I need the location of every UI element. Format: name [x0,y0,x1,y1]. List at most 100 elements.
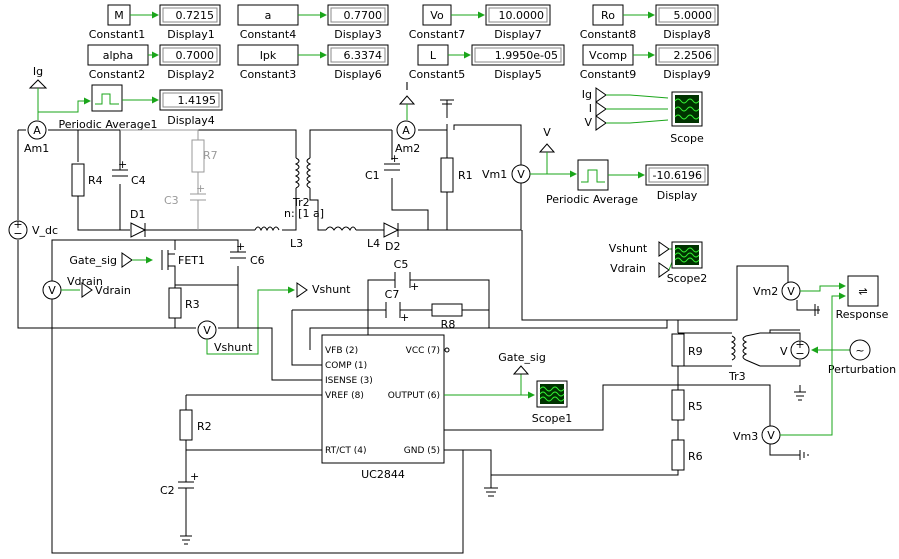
voltmeter-vshunt[interactable]: V Vshunt [197,320,253,354]
gate-signal-source[interactable]: Gate_sig [69,252,133,268]
ig-probe-label: Ig [33,65,43,78]
display7-block[interactable]: 10.0000 Display7 [485,4,551,41]
gate-sig-tag-label: Gate_sig [498,351,546,364]
constant-Vo-block[interactable]: Vo Constant7 [409,4,465,41]
vm2-label: Vm2 [753,285,778,298]
transformer-tr3[interactable]: Tr3 [728,332,761,383]
display3-block[interactable]: 0.7700 Display3 [327,4,389,41]
tr2-ratio: n: [1 a] [284,207,324,220]
constant-L-block[interactable]: L Constant5 [409,44,465,81]
diode-d2[interactable]: D2 [383,222,400,253]
perturbation-source[interactable]: ~ Perturbation [828,339,896,376]
resistor-r2[interactable]: R2 [179,409,212,441]
inductor-l4[interactable]: L4 [325,226,380,250]
am1-label: Am1 [24,142,49,155]
voltage-probe-V[interactable]: V [538,126,556,153]
response-analyzer[interactable]: ⇌ Response [836,275,889,321]
r3-label: R3 [185,298,200,311]
c6-label: C6 [250,254,265,267]
svg-text:+: + [196,182,205,195]
voltage-source-v[interactable]: + − V [780,338,810,360]
scope2-label: Scope2 [667,272,708,285]
capacitor-c7[interactable]: C7 + [385,288,410,324]
probe-v-label: V [543,126,551,139]
pin-comp: COMP (1) [325,361,367,371]
scope2-in-vdrain: Vdrain [610,262,646,275]
capacitor-c5[interactable]: C5 + [394,258,420,293]
svg-text:V: V [517,168,525,181]
display9-value: 2.2506 [674,49,713,62]
svg-text:+: + [118,158,127,171]
dc-source-v-dc[interactable]: + − V_dc [8,218,58,240]
resistor-r4[interactable]: R4 [71,163,103,197]
vshunt-out-label: Vshunt [312,283,351,296]
display6-block[interactable]: 6.3374 Display6 [327,44,389,81]
constant-alpha-block[interactable]: alpha Constant2 [87,44,149,81]
display1-block[interactable]: 0.7215 Display1 [159,4,221,41]
periodic-average1-block[interactable]: Periodic Average1 [58,84,158,131]
constant-M-label: Constant1 [89,28,145,41]
ammeter-am1[interactable]: A Am1 [24,120,49,155]
svg-text:~: ~ [855,344,864,357]
transformer-tr2[interactable]: Tr2 n: [1 a] [284,129,392,231]
display5-value: 1.9950e-05 [495,49,558,62]
scope-block[interactable]: Scope [670,91,704,145]
constant-L-label: Constant5 [409,68,465,81]
vshunt-output-tag: Vshunt [296,282,351,298]
constant-a-block[interactable]: a Constant4 [237,4,299,41]
display1-label: Display1 [167,28,215,41]
display4-block[interactable]: 1.4195 Display4 [159,89,223,127]
constant-Ro-block[interactable]: Ro Constant8 [580,4,636,41]
capacitor-c4[interactable]: C4 + [112,158,146,187]
uc2844-ic[interactable]: VFB (2) COMP (1) ISENSE (3) VREF (8) RT/… [321,334,450,481]
r9-label: R9 [688,345,703,358]
constant-Ro-label: Constant8 [580,28,636,41]
resistor-r1[interactable]: R1 [440,157,473,193]
capacitor-c1[interactable]: C1 + [365,152,400,182]
voltmeter-vm3[interactable]: V Vm3 [733,425,781,445]
voltmeter-vdrain[interactable]: V Vdrain [42,275,103,300]
ig-probe[interactable]: Ig [28,65,48,89]
constant-M-name: M [114,9,124,22]
display4-value: 1.4195 [178,94,217,107]
vm3-label: Vm3 [733,430,758,443]
constant-Vcomp-label: Constant9 [580,68,636,81]
inductor-l3[interactable]: L3 [254,226,303,250]
constant-Ipk-block[interactable]: Ipk Constant3 [237,44,299,81]
pin-vref: VREF (8) [325,391,364,401]
resistor-r3[interactable]: R3 [168,287,200,319]
snubber-gray: R7 C3 + [120,129,218,230]
constant-Vcomp-name: Vcomp [589,49,627,62]
constant-Vo-label: Constant7 [409,28,465,41]
scope2-block[interactable]: Scope2 [667,241,708,285]
resistor-r6[interactable]: R6 [671,439,703,471]
display7-value: 10.0000 [499,9,545,22]
display-label: Display [657,189,698,202]
display8-value: 5.0000 [674,9,713,22]
scope1-label: Scope1 [532,412,573,425]
capacitor-c2[interactable]: C2 + [160,470,199,497]
periodic-average-block[interactable]: Periodic Average [546,159,638,206]
current-probe-I[interactable]: I [398,80,416,105]
display2-block[interactable]: 0.7000 Display2 [159,44,221,81]
resistor-r5[interactable]: R5 [671,389,703,421]
constant-Vcomp-block[interactable]: Vcomp Constant9 [580,44,636,81]
constant-M-block[interactable]: M Constant1 [89,4,145,41]
l3-label: L3 [290,237,303,250]
diode-d1[interactable]: D1 [130,208,147,238]
voltmeter-vm2[interactable]: V Vm2 [753,281,801,301]
resistor-r9[interactable]: R9 [671,333,703,367]
display9-block[interactable]: 2.2506 Display9 [655,44,719,81]
display-block[interactable]: -10.6196 Display [645,164,709,202]
scope1-block[interactable]: Scope1 [532,380,573,425]
vdrain-out-label: Vdrain [95,284,131,297]
response-label: Response [836,308,889,321]
display5-block[interactable]: 1.9950e-05 Display5 [471,44,565,81]
display8-block[interactable]: 5.0000 Display8 [655,4,719,41]
resistor-r8[interactable]: R8 [431,303,463,331]
capacitor-c6[interactable]: C6 + [230,240,265,267]
mosfet-fet1[interactable]: FET1 [161,250,205,270]
ammeter-am2[interactable]: A Am2 [395,120,420,155]
voltmeter-vm1[interactable]: V Vm1 [482,164,531,184]
display6-label: Display6 [334,68,382,81]
